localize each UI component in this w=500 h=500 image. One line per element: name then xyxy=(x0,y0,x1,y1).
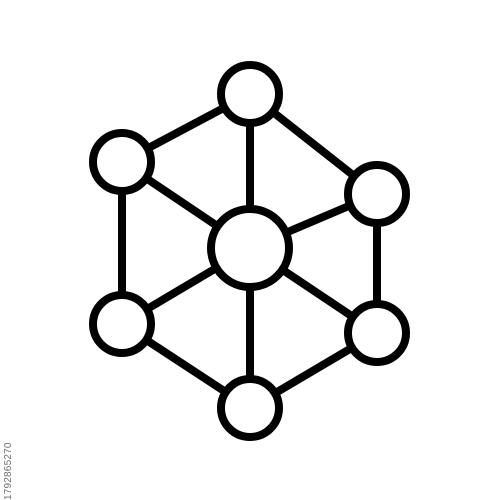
node-upper-right xyxy=(344,161,410,227)
node-upper-left xyxy=(89,129,155,195)
node-center xyxy=(207,205,293,291)
node-top xyxy=(217,61,283,127)
node-bottom xyxy=(217,375,283,441)
node-lower-left xyxy=(89,291,155,357)
stock-image-id: 1792865270 xyxy=(3,442,14,500)
node-lower-right xyxy=(344,300,410,366)
nodes xyxy=(89,61,410,441)
